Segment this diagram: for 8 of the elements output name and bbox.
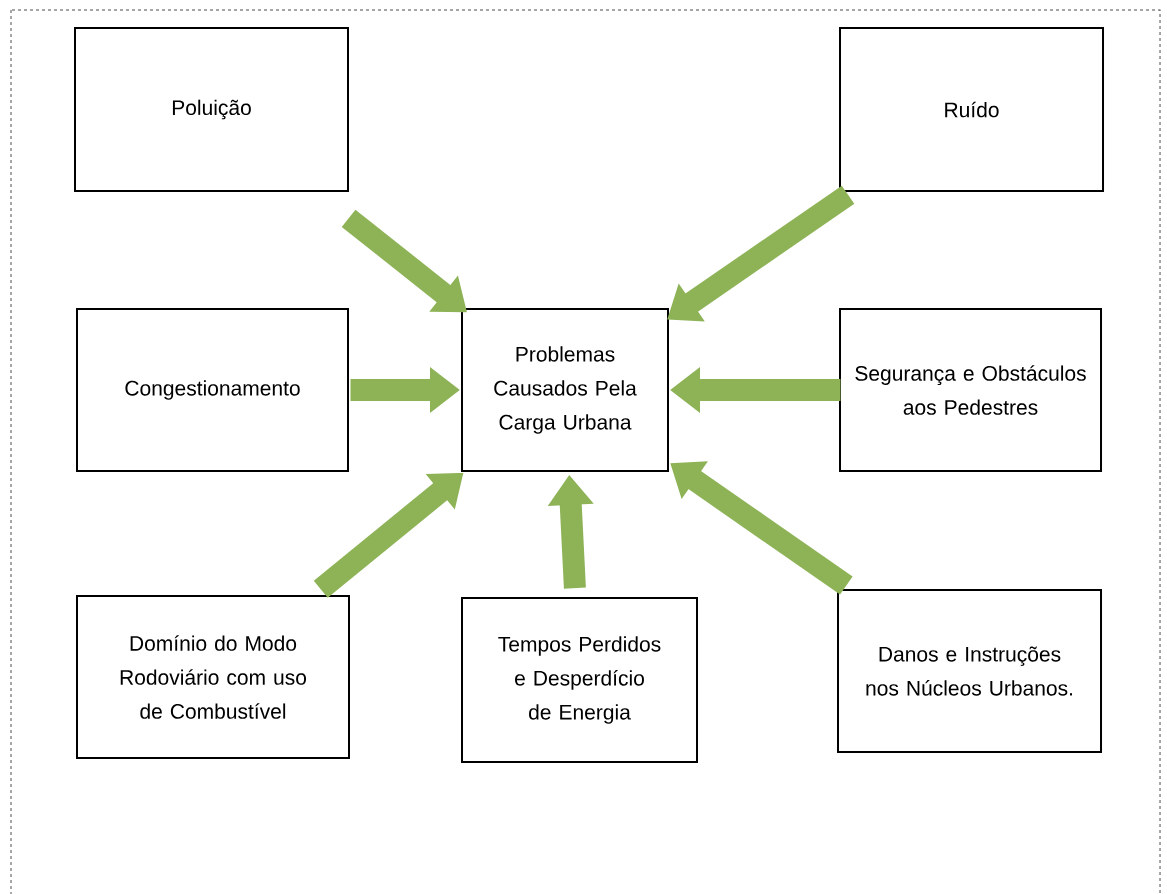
text-box: Ruído: [839, 27, 1104, 192]
text-box: Tempos Perdidos e Desperdício de Energia: [461, 597, 698, 763]
text-box: Segurança e Obstáculos aos Pedestres: [839, 308, 1102, 472]
text-box: Domínio do Modo Rodoviário com uso de Combustível: [76, 595, 350, 759]
text-box: Problemas Causados Pela Carga Urbana: [461, 308, 669, 472]
text-box: Congestionamento: [76, 308, 349, 472]
text-box: Poluição: [74, 27, 349, 192]
text-box: Danos e Instruções nos Núcleos Urbanos.: [837, 589, 1102, 753]
